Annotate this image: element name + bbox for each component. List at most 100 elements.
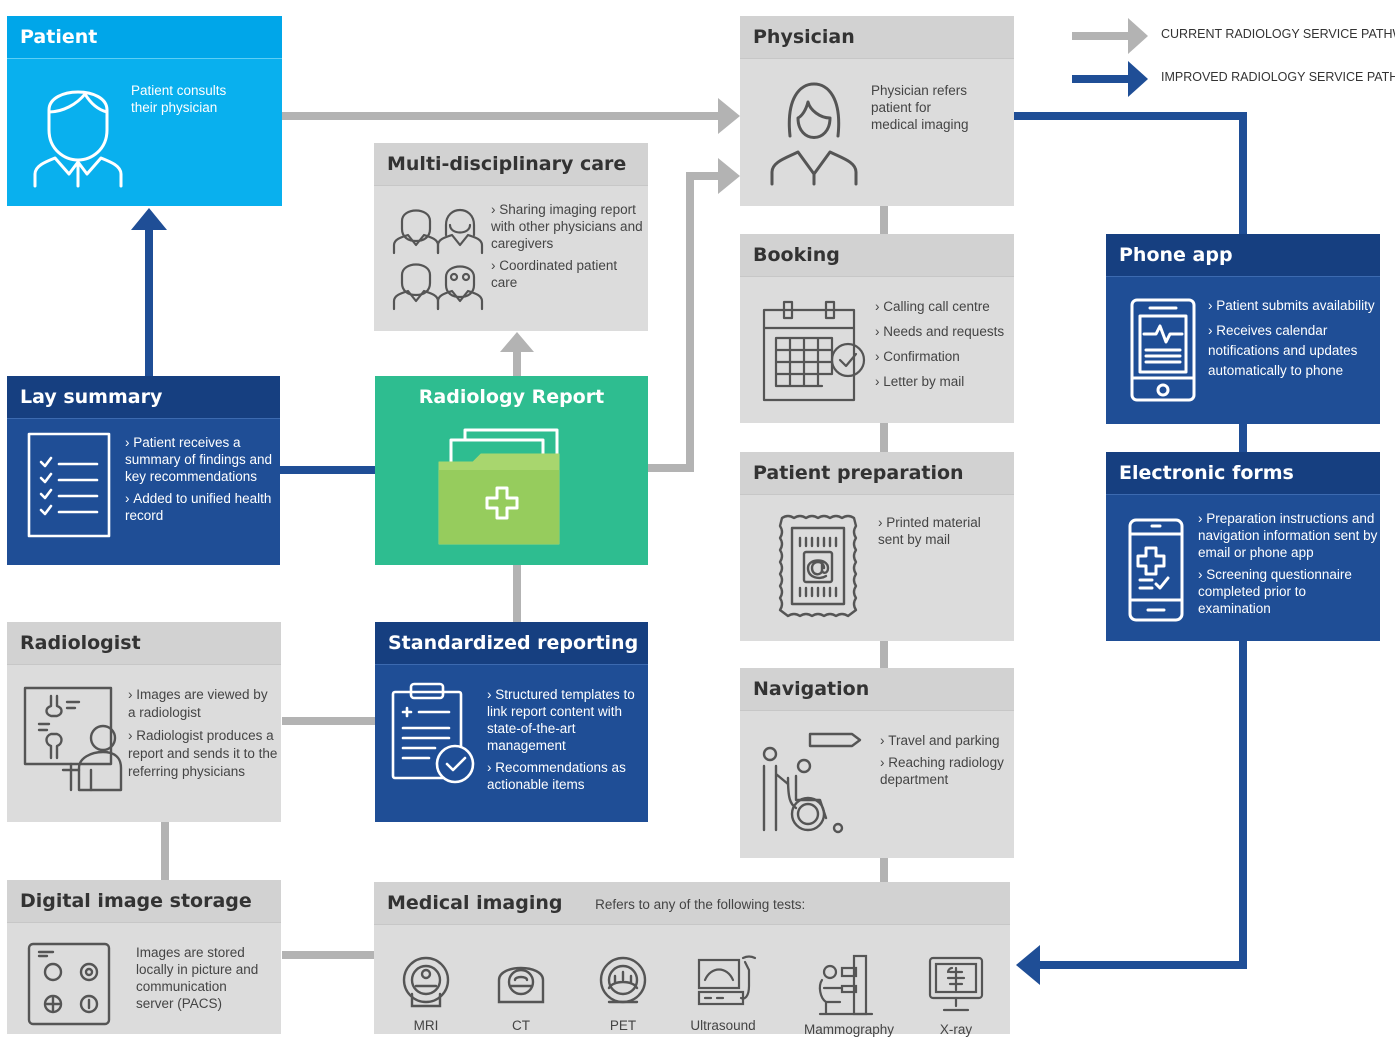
radiologist-icon — [23, 686, 123, 801]
radiology-report-title: Radiology Report — [418, 386, 605, 408]
tablet-icon — [1128, 298, 1198, 413]
navigation-bullets: Travel and parking Reaching radiology de… — [880, 732, 1010, 793]
standardized-reporting-box: Standardized reporting Structured templa… — [375, 622, 648, 822]
ultrasound-icon — [697, 955, 757, 1006]
physician-to-phoneapp-line — [1014, 112, 1247, 234]
multidisciplinary-bullets: Sharing imaging report with other physic… — [491, 201, 643, 296]
booking-bullet: Confirmation — [875, 348, 1010, 365]
report-to-physician-line — [648, 172, 720, 472]
care-team-icon — [388, 201, 488, 316]
radiologist-bullet: Images are viewed by a radiologist — [128, 686, 278, 722]
report-to-multidisciplinary-arrow — [500, 332, 534, 352]
calendar-icon — [762, 300, 872, 415]
navigation-title: Navigation — [740, 668, 1014, 711]
patient-title: Patient — [7, 16, 282, 59]
medical-imaging-box: Medical imaging Refers to any of the fol… — [374, 882, 1010, 1037]
lay-summary-bullets: Patient receives a summary of findings a… — [125, 434, 275, 529]
phone-app-bullets: Patient submits availability Receives ca… — [1208, 296, 1378, 386]
patient-icon — [29, 78, 129, 193]
multidisciplinary-bullet: Coordinated patient care — [491, 257, 643, 291]
laysummary-to-patient-arrow — [131, 208, 167, 230]
modality-label: MRI — [413, 1018, 439, 1033]
multidisciplinary-box: Multi-disciplinary care Sharing imaging … — [374, 143, 648, 331]
phone-form-icon — [1126, 518, 1186, 633]
stamp-icon — [778, 514, 868, 629]
legend-current-label: CURRENT RADIOLOGY SERVICE PATHWAY — [1161, 27, 1395, 41]
modality-mammography: Mammography — [804, 954, 894, 1037]
digital-storage-title: Digital image storage — [7, 880, 281, 923]
booking-bullet: Needs and requests — [875, 323, 1010, 340]
wheelchair-icon — [760, 728, 870, 843]
modality-label: X-ray — [939, 1022, 973, 1037]
forms-to-imaging-arrow — [1016, 945, 1040, 985]
modality-label: Ultrasound — [690, 1018, 756, 1033]
radiologist-bullet: Radiologist produces a report and sends … — [128, 727, 278, 781]
physician-box: Physician Physician refers patient for m… — [740, 16, 1014, 206]
electronic-forms-bullets: Preparation instructions and navigation … — [1198, 510, 1378, 622]
physician-title: Physician — [740, 16, 1014, 59]
clipboard-icon — [389, 682, 489, 797]
legend-improved-arrow — [1072, 61, 1148, 97]
pet-scanner-icon — [599, 956, 647, 1004]
phone-app-box: Phone app Patient submits availability R… — [1106, 234, 1380, 424]
booking-bullets: Calling call centre Needs and requests C… — [875, 298, 1010, 395]
physician-text: Physician refers patient for medical ima… — [871, 83, 969, 132]
navigation-bullet: Travel and parking — [880, 732, 1010, 749]
legend-improved-label: IMPROVED RADIOLOGY SERVICE PATHWAY — [1161, 70, 1395, 84]
medical-imaging-title: Medical imaging — [387, 892, 563, 914]
ct-scanner-icon — [497, 966, 545, 1004]
multidisciplinary-title: Multi-disciplinary care — [374, 143, 648, 186]
lay-summary-box: Lay summary Patient receives a summary o… — [7, 376, 280, 565]
medical-imaging-header: Medical imaging Refers to any of the fol… — [374, 882, 1010, 925]
electronic-forms-bullet: Screening questionnaire completed prior … — [1198, 566, 1378, 617]
lay-summary-bullet: Patient receives a summary of findings a… — [125, 434, 275, 485]
standardized-reporting-bullet: Structured templates to link report cont… — [487, 686, 645, 754]
multidisciplinary-bullet: Sharing imaging report with other physic… — [491, 201, 643, 252]
modality-label: PET — [609, 1018, 637, 1033]
patient-text: Patient consults their physician — [131, 83, 227, 115]
patient-preparation-bullet: Printed material sent by mail — [878, 514, 1008, 548]
electronic-forms-box: Electronic forms Preparation instruction… — [1106, 452, 1380, 641]
booking-bullet: Calling call centre — [875, 298, 1010, 315]
phone-app-title: Phone app — [1106, 234, 1380, 277]
patient-preparation-title: Patient preparation — [740, 452, 1014, 495]
phone-app-bullet: Receives calendar notifications and upda… — [1208, 321, 1378, 381]
patient-box: Patient Patient consults their physician — [7, 16, 282, 206]
xray-icon — [928, 956, 984, 1012]
modality-mri: MRI — [386, 956, 466, 1033]
booking-title: Booking — [740, 234, 1014, 277]
radiologist-box: Radiologist Images are viewed by a radio… — [7, 622, 281, 822]
modality-ultrasound: Ultrasound — [683, 955, 763, 1033]
report-to-physician-arrow — [718, 158, 740, 194]
electronic-forms-bullet: Preparation instructions and navigation … — [1198, 510, 1378, 561]
checklist-icon — [27, 432, 117, 547]
electronic-forms-title: Electronic forms — [1106, 452, 1380, 495]
radiologist-bullets: Images are viewed by a radiologist Radio… — [128, 686, 278, 786]
patient-preparation-box: Patient preparation Printed material sen… — [740, 452, 1014, 641]
lay-summary-title: Lay summary — [7, 376, 280, 419]
modality-ct: CT — [481, 956, 561, 1033]
storage-icon — [27, 942, 117, 1037]
patient-to-physician-arrow — [718, 98, 740, 134]
booking-box: Booking Calling call centre Needs and re… — [740, 234, 1014, 423]
navigation-box: Navigation Travel and parking Reaching r… — [740, 668, 1014, 858]
patient-preparation-bullets: Printed material sent by mail — [878, 514, 1008, 553]
modality-label: CT — [512, 1018, 530, 1033]
booking-bullet: Letter by mail — [875, 373, 1010, 390]
digital-storage-text: Images are stored locally in picture and… — [136, 945, 259, 1011]
standardized-reporting-bullet: Recommendations as actionable items — [487, 759, 645, 793]
standardized-reporting-bullets: Structured templates to link report cont… — [487, 686, 645, 798]
mammography-icon — [818, 954, 874, 1016]
medical-imaging-subtitle: Refers to any of the following tests: — [595, 897, 806, 912]
medical-folder-icon — [435, 426, 575, 551]
physician-icon — [764, 78, 864, 193]
modality-pet: PET — [583, 956, 663, 1033]
phone-app-bullet: Patient submits availability — [1208, 296, 1378, 316]
modality-label: Mammography — [804, 1022, 895, 1037]
mri-scanner-icon — [402, 956, 450, 1008]
forms-to-imaging-line — [1040, 640, 1247, 969]
standardized-reporting-title: Standardized reporting — [375, 622, 648, 665]
digital-storage-box: Digital image storage Images are stored … — [7, 880, 281, 1034]
radiology-report-box: Radiology Report — [375, 376, 648, 565]
